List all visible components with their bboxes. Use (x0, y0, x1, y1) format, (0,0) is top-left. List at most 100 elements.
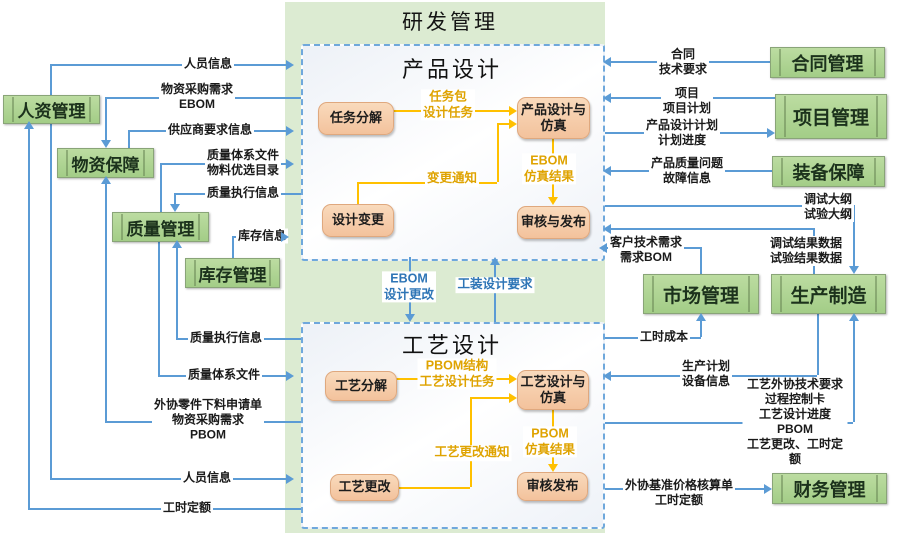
flow-label-change-notice: 变更通知 (424, 171, 480, 187)
system-box-material-support: 物资保障 (57, 148, 154, 178)
node-design-change: 设计变更 (322, 204, 394, 237)
flow-arrow (281, 232, 289, 242)
flow-arrow (101, 140, 111, 148)
system-box-finance-management: 财务管理 (772, 473, 887, 504)
flow-arrow (603, 57, 611, 67)
flow-arrow (599, 243, 607, 253)
flow-line (497, 123, 509, 125)
flow-label: 外协基准价格核算单 工时定额 (622, 478, 736, 508)
system-box-equipment-support: 装备保障 (772, 156, 885, 187)
flow-arrow (170, 204, 180, 212)
flow-arrow (603, 371, 611, 381)
node-process-design-simulation: 工艺设计与 仿真 (517, 370, 589, 410)
flow-label: 工时成本 (637, 329, 691, 345)
flow-arrow (548, 464, 558, 472)
flow-line (605, 422, 853, 424)
flow-arrow (603, 224, 611, 234)
flow-label-ebom-result: EBOM 仿真结果 (521, 153, 577, 185)
product-design-title: 产品设计 (401, 57, 503, 82)
flow-line (128, 130, 130, 148)
flow-line (105, 97, 107, 141)
flow-line (700, 320, 702, 337)
flow-label-pbom-result: PBOM 仿真结果 (522, 426, 578, 458)
flow-label: 质量执行信息 (204, 185, 282, 201)
node-process-change: 工艺更改 (330, 474, 399, 501)
flow-line (853, 320, 855, 422)
flow-label-task-package: 任务包 设计任务 (420, 89, 476, 121)
flow-label: 合同 技术要求 (656, 47, 710, 77)
flow-label: 调试结果数据 试验结果数据 (767, 236, 845, 266)
flow-arrow (849, 313, 859, 321)
flow-line (853, 205, 855, 267)
flow-label: 工时定额 (160, 500, 214, 516)
flow-arrow (509, 119, 517, 129)
flow-arrow (509, 106, 517, 116)
flow-label: 产品设计计划 计划进度 (643, 118, 721, 148)
flow-arrow (24, 121, 34, 129)
flow-arrow (509, 374, 517, 384)
flow-label: 物资采购需求 EBOM (158, 82, 236, 112)
flow-label: 客户技术需求 需求BOM (607, 235, 685, 265)
process-design-title: 工艺设计 (401, 333, 503, 358)
system-box-hr-management: 人资管理 (3, 95, 100, 124)
flow-label: 外协零件下料申请单 物资采购需求 PBOM (151, 397, 265, 443)
flow-arrow (490, 257, 500, 265)
flow-arrow (286, 126, 294, 136)
flow-label-ebom-change: EBOM 设计更改 (381, 271, 437, 303)
flow-arrow (286, 60, 294, 70)
node-task-decomposition: 任务分解 (318, 102, 394, 135)
flow-label-tooling-requirement: 工装设计要求 (455, 277, 535, 293)
flow-label: 工艺外协技术要求 过程控制卡 工艺设计进度 PBOM 工艺更改、工时定额 (742, 377, 848, 467)
flow-line (397, 487, 470, 489)
flow-line (50, 478, 286, 480)
flow-label: 库存信息 (235, 228, 289, 244)
flow-arrow (849, 266, 859, 274)
flow-line (50, 64, 286, 66)
flow-label: 项目 项目计划 (660, 86, 714, 116)
flow-arrow (548, 197, 558, 205)
diagram-title: 研发管理 (402, 11, 498, 34)
flow-line (470, 397, 509, 399)
flow-arrow (767, 128, 775, 138)
flow-arrow (101, 176, 111, 184)
flow-arrow (603, 93, 611, 103)
flow-label: 人员信息 (180, 470, 234, 486)
node-process-decomposition: 工艺分解 (325, 371, 397, 401)
system-box-quality-management: 质量管理 (112, 212, 209, 242)
flow-line (357, 182, 359, 204)
flow-label: 质量执行信息 (187, 330, 265, 346)
system-box-production-manufacturing: 生产制造 (771, 274, 886, 314)
flow-label-process-change-notice: 工艺更改通知 (432, 445, 512, 461)
node-review-release: 审核发布 (517, 472, 588, 501)
flow-arrow (603, 166, 611, 176)
flow-arrow (764, 484, 772, 494)
system-box-project-management: 项目管理 (775, 94, 887, 139)
flow-arrow (405, 314, 415, 322)
flow-line (700, 247, 702, 274)
flow-arrow (286, 371, 294, 381)
flow-label: 生产计划 设备信息 (679, 359, 733, 389)
flow-line (174, 193, 176, 205)
flow-line (50, 64, 52, 478)
system-box-inventory-management: 库存管理 (185, 258, 280, 288)
flow-line (232, 236, 234, 258)
flow-label: 产品质量问题 故障信息 (648, 156, 726, 186)
flow-arrow (286, 474, 294, 484)
flow-line (470, 397, 472, 487)
flow-arrow (286, 159, 294, 169)
flow-line (817, 312, 819, 375)
system-box-contract-management: 合同管理 (770, 47, 885, 78)
flow-line (611, 228, 813, 230)
node-product-design-simulation: 产品设计与 仿真 (517, 97, 590, 139)
flow-label: 质量体系文件 物料优选目录 (204, 148, 282, 178)
flow-label: 调试大纲 试验大纲 (801, 192, 855, 222)
flow-arrow (696, 313, 706, 321)
flow-label: 质量体系文件 (185, 367, 263, 383)
node-review-and-release: 审核与发布 (517, 206, 590, 239)
flow-label-pbom-structure: PBOM结构 工艺设计任务 (417, 358, 497, 390)
flow-line (28, 129, 30, 508)
flow-line (158, 240, 160, 375)
flow-line (497, 123, 499, 182)
system-box-market-management: 市场管理 (643, 274, 759, 314)
